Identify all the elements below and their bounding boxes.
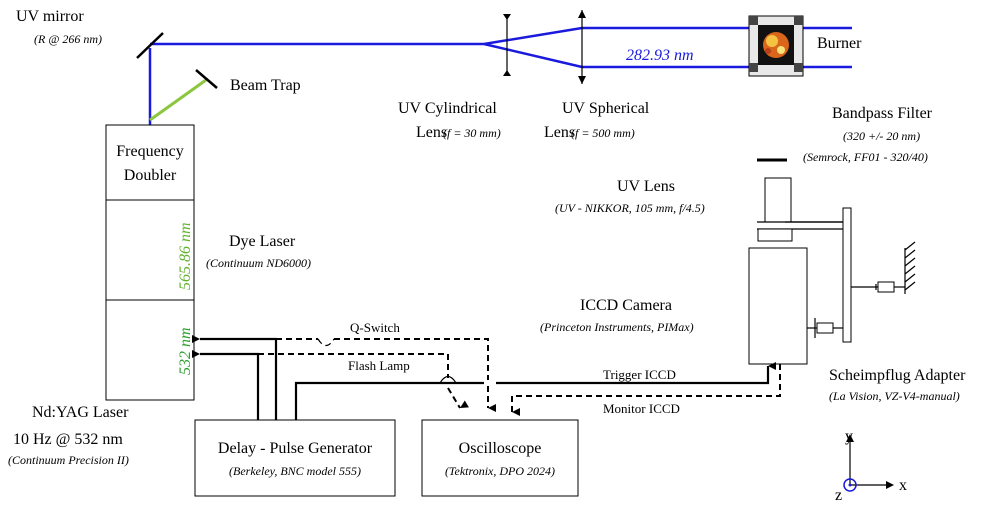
scope-spec: (Tektronix, DPO 2024) [445,464,555,478]
burner-label: Burner [817,35,862,52]
scheimpflug-spec: (La Vision, VZ-V4-manual) [829,389,960,403]
dye-laser-label: Dye Laser [229,233,296,250]
uv-lens-label: UV Lens [617,178,675,195]
flash-label: Flash Lamp [348,358,410,373]
pulse-gen-label: Delay - Pulse Generator [218,440,373,457]
uv-wavelength: 282.93 nm [626,47,694,64]
yag-spec: (Continuum Precision II) [8,453,129,467]
iccd-spec: (Princeton Instruments, PIMax) [540,320,694,334]
uv-sph-lens-label: UV Spherical [562,100,650,117]
yag-line1: Nd:YAG Laser [32,404,129,421]
iccd-label: ICCD Camera [580,297,672,314]
uv-cyl-lens-spec: (f = 30 mm) [443,126,501,140]
scope-label: Oscilloscope [459,440,542,457]
uv-cyl-lens-label: UV Cylindrical [398,100,497,117]
axis-z-label: z [835,487,842,504]
pulse-generator-box [195,420,395,496]
uv-lens-spec: (UV - NIKKOR, 105 mm, f/4.5) [555,201,705,215]
iccd-camera-assembly [749,178,915,364]
freq-doubler-line2: Doubler [124,167,177,184]
monitor-label: Monitor ICCD [603,401,680,416]
yag-wavelength: 532 nm [177,327,194,375]
qswitch-label: Q-Switch [350,320,400,335]
scheimpflug-label: Scheimpflug Adapter [829,367,966,384]
oscilloscope-box [422,420,578,496]
uv-mirror-spec: (R @ 266 nm) [34,32,102,46]
yag-line2: 10 Hz @ 532 nm [13,431,123,448]
axis-x-label: x [899,477,907,494]
dye-wavelength: 565.86 nm [177,222,194,290]
axis-y-label: y [845,428,853,445]
bandpass-label: Bandpass Filter [832,105,933,122]
green-beam [150,80,206,120]
pulse-gen-spec: (Berkeley, BNC model 555) [229,464,361,478]
uv-mirror-label: UV mirror [16,8,84,25]
uv-cylindrical-lens [503,14,511,76]
freq-doubler-line1: Frequency [116,143,184,160]
burner [749,16,803,76]
bandpass-spec2: (Semrock, FF01 - 320/40) [803,150,928,164]
beam-trap-label: Beam Trap [230,77,301,94]
uv-sph-lens-spec: (f = 500 mm) [571,126,635,140]
dye-laser-spec: (Continuum ND6000) [206,256,311,270]
uv-spherical-lens [578,10,586,84]
signal-lines [200,339,780,420]
trigger-label: Trigger ICCD [603,367,676,382]
bandpass-spec1: (320 +/- 20 nm) [843,129,920,143]
frequency-doubler-box [106,125,194,200]
